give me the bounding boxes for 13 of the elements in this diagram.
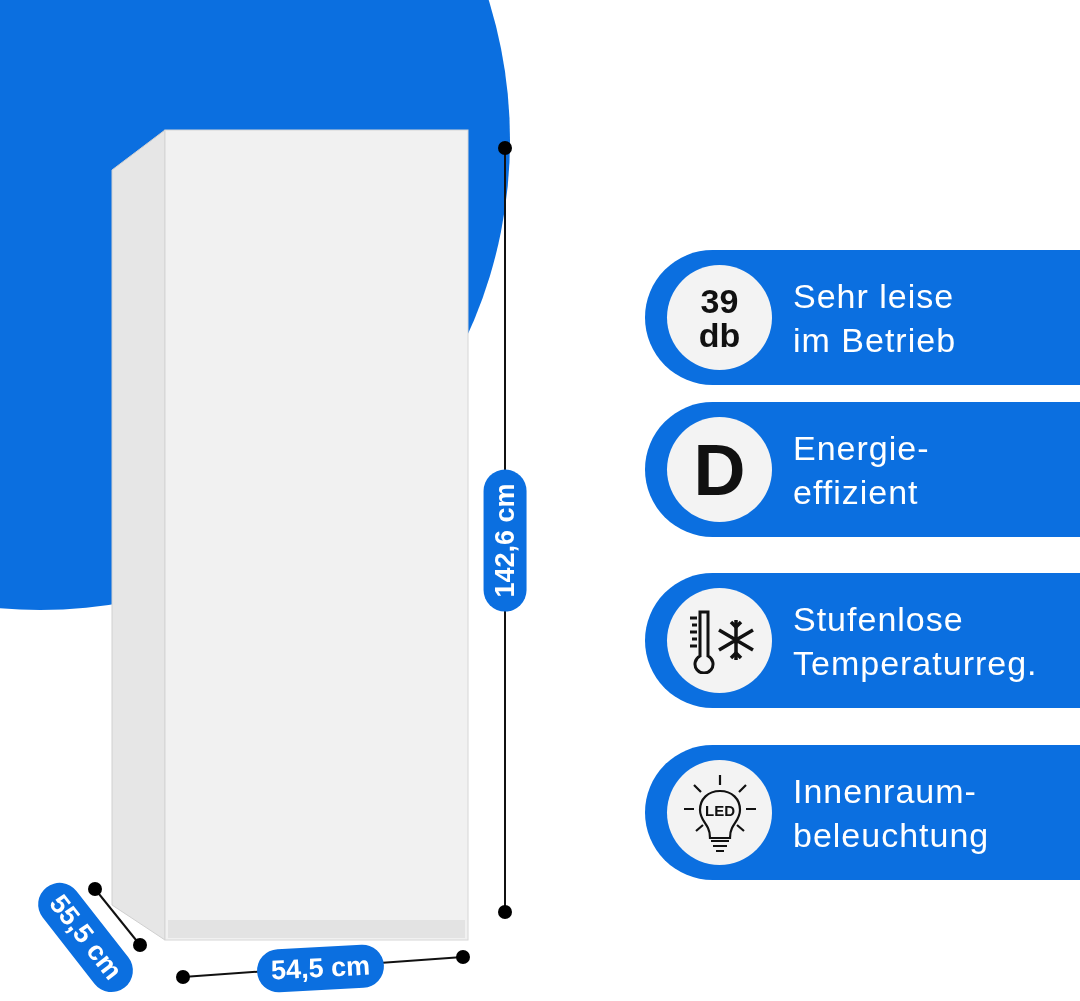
feature-text: Innenraum- beleuchtung [793,770,991,856]
feature-banner [645,402,1080,537]
feature-text: Stufenlose Temperaturreg. [793,598,1039,684]
feature-text: Energie- effizient [793,427,931,513]
feature-banner [645,745,1080,880]
energy-class-badge: D [667,417,772,522]
dimension-label: 54,5 cm [255,943,385,993]
feature-text: Sehr leise im Betrieb [793,275,958,361]
feature-banner [645,573,1080,708]
icon-label: LED [705,801,735,819]
noise-level-badge: 39 db [667,265,772,370]
feature-banner [645,250,1080,385]
dimension-label: 142,6 cm [483,468,527,612]
